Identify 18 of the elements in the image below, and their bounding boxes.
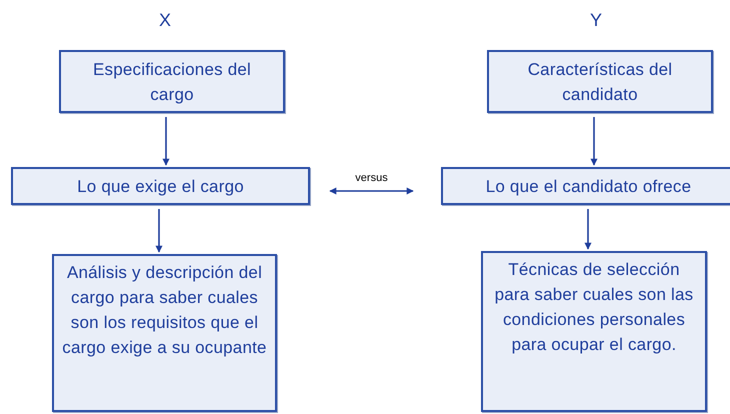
process-box (11, 167, 310, 205)
box-text: Lo que el candidato ofrece (486, 176, 692, 198)
box-text: Análisis y descripción del cargo para saber cuales son los requisitos que el cargo exige a su ocupante (62, 262, 267, 359)
edge-label: versus (353, 172, 390, 184)
process-box (487, 50, 713, 113)
arrow (584, 209, 592, 250)
process-box (481, 251, 707, 412)
column-heading: X (159, 10, 171, 30)
box-text: Lo que exige el cargo (77, 176, 244, 198)
process-box (441, 167, 730, 205)
arrow (329, 188, 414, 194)
process-box (59, 50, 285, 113)
box-text: Características del candidato (526, 58, 674, 106)
process-box (52, 254, 277, 412)
arrow (156, 209, 162, 253)
box-text: Técnicas de selección para saber cuales son las condiciones personales para ocupar el cargo. (494, 259, 694, 356)
box-text: Especificaciones del cargo (92, 58, 252, 106)
column-heading: Y (590, 10, 602, 30)
